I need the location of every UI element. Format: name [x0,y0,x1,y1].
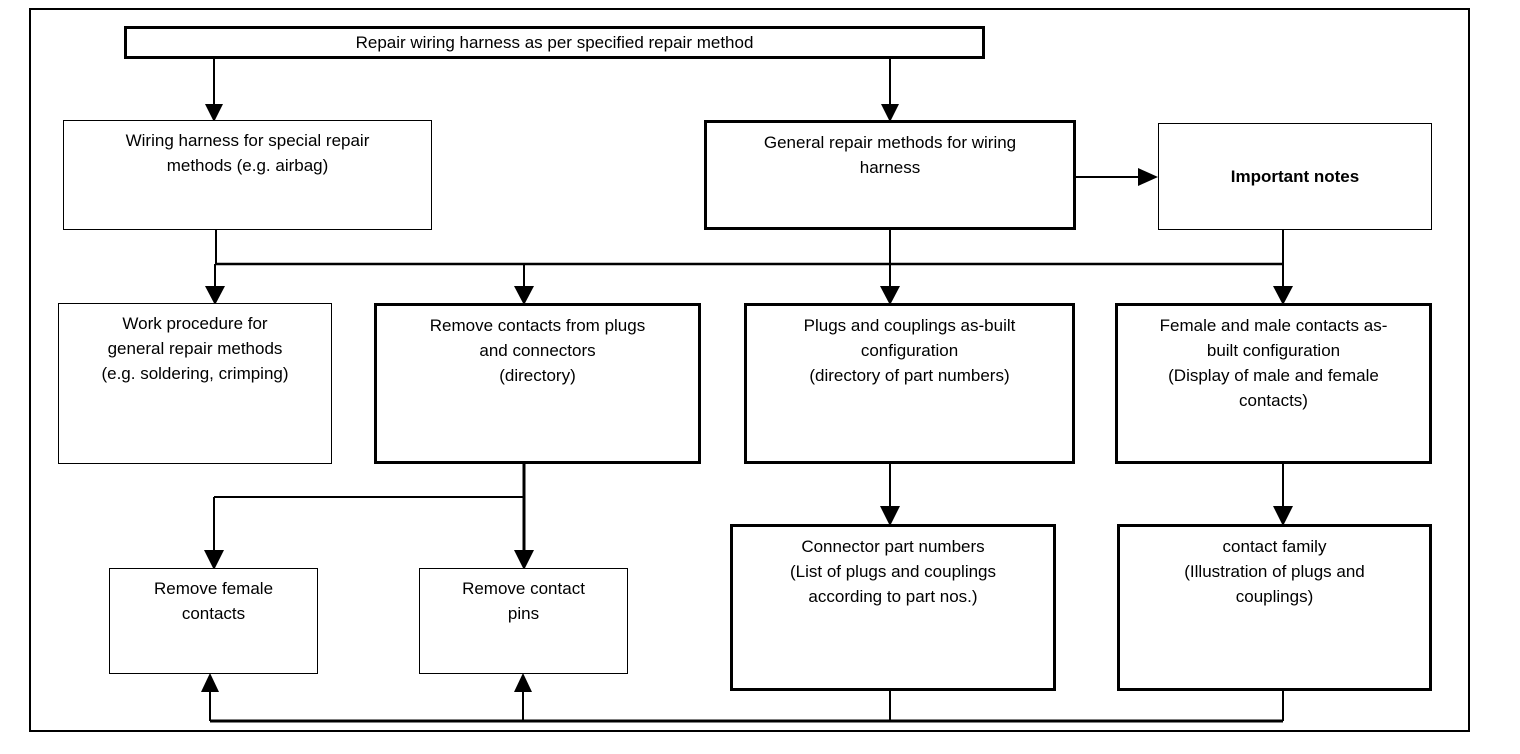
node-remove-contacts-from-plugs-label: Remove contacts from plugs and connector… [429,316,646,385]
node-wiring-harness-special-repair[interactable]: Wiring harness for special repair method… [63,120,432,230]
node-contact-family[interactable]: contact family (Illustration of plugs an… [1117,524,1432,691]
node-connector-part-numbers-label: Connector part numbers (List of plugs an… [789,537,997,606]
node-work-procedure[interactable]: Work procedure for general repair method… [58,303,332,464]
node-work-procedure-label: Work procedure for general repair method… [101,314,289,383]
diagram-outer-frame [29,8,1470,732]
node-wiring-harness-special-repair-label: Wiring harness for special repair method… [125,131,370,175]
node-general-repair-methods-label: General repair methods for wiring harnes… [763,133,1017,177]
node-contact-family-label: contact family (Illustration of plugs an… [1184,537,1365,606]
node-connector-part-numbers[interactable]: Connector part numbers (List of plugs an… [730,524,1056,691]
node-general-repair-methods[interactable]: General repair methods for wiring harnes… [704,120,1076,230]
node-female-male-contacts-as-built-label: Female and male contacts as- built confi… [1159,316,1388,410]
node-root-label: Repair wiring harness as per specified r… [355,33,754,52]
node-important-notes[interactable]: Important notes [1158,123,1432,230]
node-important-notes-label: Important notes [1230,167,1360,186]
node-remove-female-contacts[interactable]: Remove female contacts [109,568,318,674]
node-plugs-couplings-as-built[interactable]: Plugs and couplings as-built configurati… [744,303,1075,464]
node-remove-contact-pins-label: Remove contact pins [462,579,585,623]
node-female-male-contacts-as-built[interactable]: Female and male contacts as- built confi… [1115,303,1432,464]
node-plugs-couplings-as-built-label: Plugs and couplings as-built configurati… [803,316,1016,385]
node-remove-contact-pins[interactable]: Remove contact pins [419,568,628,674]
node-root[interactable]: Repair wiring harness as per specified r… [124,26,985,59]
node-remove-contacts-from-plugs[interactable]: Remove contacts from plugs and connector… [374,303,701,464]
node-remove-female-contacts-label: Remove female contacts [153,579,274,623]
